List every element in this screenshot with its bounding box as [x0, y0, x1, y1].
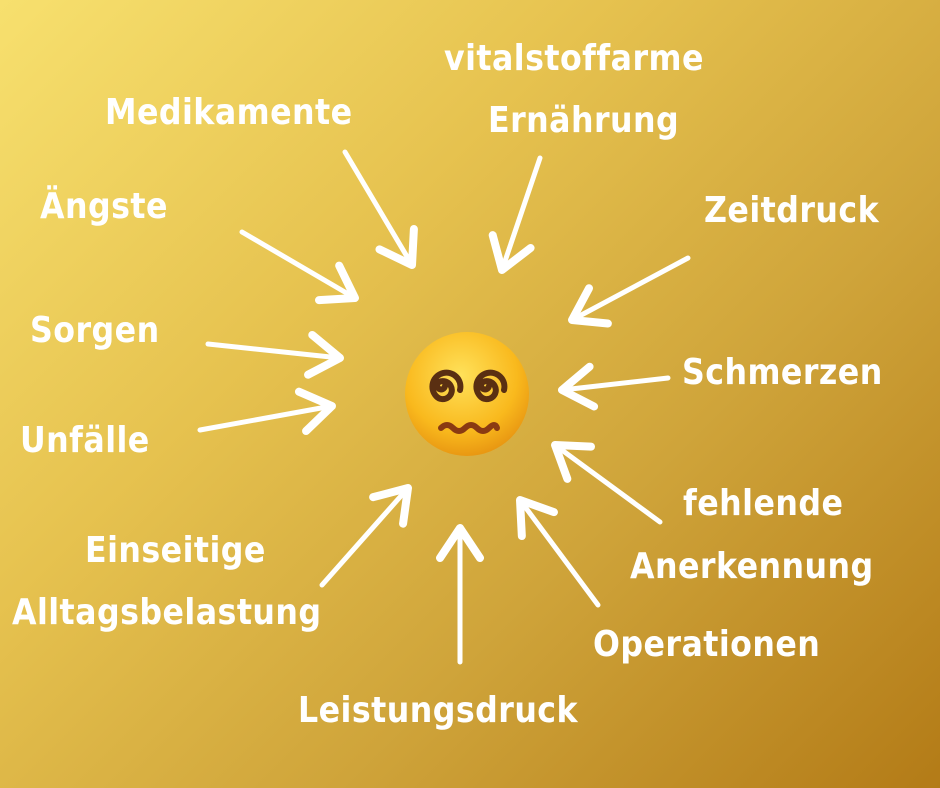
arrow-ernaehrung [488, 155, 543, 274]
arrow-schmerzen [558, 362, 671, 411]
arrow-anerkennung [551, 441, 663, 525]
label-zeitdruck: Zeitdruck [704, 190, 880, 231]
label-alltagsbelastung: Alltagsbelastung [12, 592, 322, 633]
label-vitalstoffarme: vitalstoffarme [444, 38, 704, 79]
label-unfaelle: Unfälle [20, 420, 150, 461]
arrow-sorgen [205, 330, 344, 379]
label-fehlende: fehlende [683, 483, 844, 524]
arrow-zeitdruck [568, 255, 691, 328]
arrow-einseitige [319, 484, 412, 588]
label-leistungsdruck: Leistungsdruck [298, 690, 579, 731]
label-sorgen: Sorgen [30, 310, 160, 351]
label-schmerzen: Schmerzen [682, 352, 883, 393]
arrow-aengste [239, 229, 359, 305]
label-einseitige: Einseitige [85, 530, 266, 571]
arrow-operationen [516, 496, 601, 608]
label-aengste: Ängste [40, 186, 168, 227]
label-medikamente: Medikamente [105, 92, 353, 133]
arrow-medikamente [342, 149, 418, 269]
label-ernaehrung: Ernährung [488, 100, 680, 141]
face-with-spiral-eyes-icon [405, 332, 529, 456]
label-anerkennung: Anerkennung [630, 546, 874, 587]
label-operationen: Operationen [593, 624, 821, 665]
arrow-unfaelle [197, 387, 336, 436]
